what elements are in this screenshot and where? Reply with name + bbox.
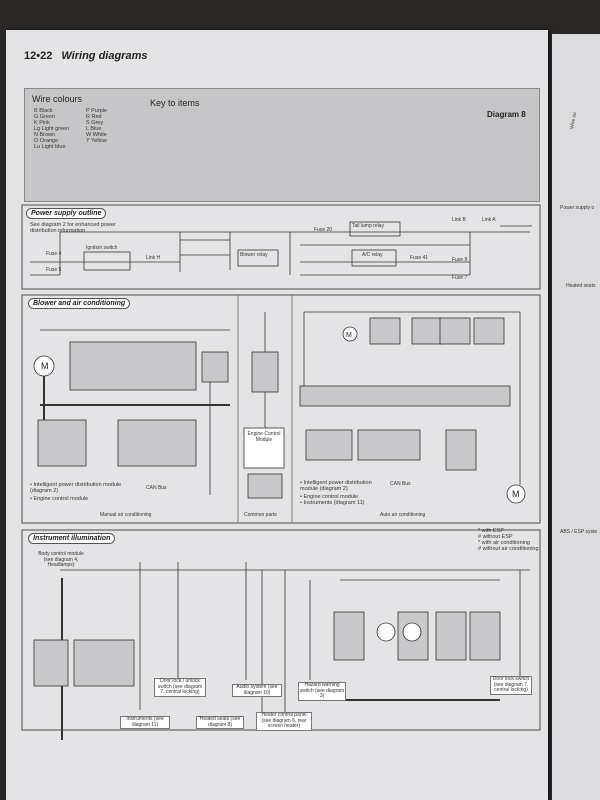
label-blower-relay: Blower relay [240, 252, 268, 258]
label-ignition-switch: Ignition switch [86, 245, 118, 251]
key-item-marks [150, 112, 162, 180]
wire-colour-right-3: L Blue [86, 126, 102, 132]
wire-colour-left-4: N Brown [34, 132, 56, 138]
key-items-title: Key to items [150, 98, 200, 108]
page-header: 12•22 Wiring diagrams [24, 50, 147, 62]
right-page-label-1: Power supply o [560, 205, 595, 211]
notes-left-1: • Intelligent power distribution module … [30, 482, 122, 494]
label-manual-ac: Manual air conditioning [100, 512, 152, 518]
svg-text:M: M [512, 489, 520, 499]
label-ecm-box: Engine Control Module [247, 431, 281, 443]
power-supply-frame [21, 204, 541, 290]
wire-colour-left-2: K Pink [34, 120, 50, 126]
label-door-lock: Door lock / unlock switch (see diagram 7… [154, 678, 206, 697]
notes-right-2: • Engine control module [300, 494, 359, 500]
esp-note-3: # without air conditioning [478, 546, 539, 552]
label-can-bus-right: CAN Bus [390, 481, 411, 487]
right-page-label-3: ABS / ESP syste [560, 529, 598, 535]
wire-colour-right-2: S Grey [86, 120, 104, 126]
label-fuse-9: Fuse 9 [452, 257, 468, 263]
right-page-label-2: Heated seats [566, 283, 596, 289]
wire-colour-right-4: W White [86, 132, 107, 138]
label-ac-relay: A/C relay [362, 252, 383, 258]
wire-colour-right-1: R Red [86, 114, 102, 120]
blower-title: Blower and air conditioning [28, 298, 131, 309]
notes-left-2: • Engine control module [30, 496, 89, 502]
label-door-lock-right: Door lock switch (see diagram 7, central… [490, 676, 532, 695]
wire-colour-right-5: Y Yellow [86, 138, 107, 144]
esp-note-2: * with air conditioning [478, 540, 530, 546]
wire-colour-left-0: B Black [34, 108, 53, 114]
key-panel [24, 88, 540, 202]
label-link-a: Link A [482, 217, 496, 223]
instrument-title: Instrument illumination [28, 533, 116, 544]
power-supply-title: Power supply outline [26, 208, 107, 219]
esp-notes: * with ESP# without ESP* with air condit… [478, 528, 539, 552]
label-heater-panel: Heater control panel (see diagram 6, rea… [256, 712, 312, 731]
page-title: Wiring diagrams [61, 50, 148, 62]
facing-page [552, 34, 600, 800]
label-auto-ac: Auto air conditioning [380, 512, 426, 518]
label-link-h: Link H [146, 255, 161, 261]
svg-text:M: M [41, 361, 49, 371]
diagram-label: Diagram 8 [487, 110, 526, 119]
wire-colour-right-0: P Purple [86, 108, 107, 114]
label-body-control: Body control module (see diagram 4, Head… [38, 551, 84, 568]
label-common-parts: Common parts [244, 512, 277, 518]
notes-right-1: • Intelligent power distribution module … [300, 480, 372, 492]
label-instruments: Instruments (see diagram 11) [120, 716, 170, 729]
page-number: 12•22 [24, 50, 53, 62]
label-fuse5: Fuse 5 [46, 267, 62, 273]
wire-colour-left-6: Lu Light blue [34, 144, 66, 150]
label-hazard: Hazard warning switch (see diagram 3) [298, 682, 346, 701]
blower-frame [21, 294, 541, 524]
power-supply-note: See diagram 2 for enhanced power distrib… [30, 222, 116, 234]
wire-colours-title: Wire colours [32, 94, 83, 104]
label-tail-lamp-relay: Tail lamp relay [352, 223, 384, 229]
wire-colour-left-5: O Orange [34, 138, 59, 144]
label-fuse-20: Fuse 20 [314, 227, 333, 233]
label-fuse-7: Fuse 7 [452, 275, 468, 281]
label-link-b: Link B [452, 217, 466, 223]
wire-colour-left-1: G Green [34, 114, 56, 120]
notes-right-3: • Instruments (diagram 11) [300, 500, 365, 506]
label-fuse4: Fuse 4 [46, 251, 62, 257]
label-fuse-41: Fuse 41 [410, 255, 429, 261]
wire-colour-left-3: Lg Light green [34, 126, 70, 132]
svg-text:M: M [346, 332, 352, 339]
label-audio: Audio system (see diagram 10) [232, 684, 282, 697]
esp-note-0: * with ESP [478, 528, 504, 534]
label-can-bus-left: CAN Bus [146, 485, 167, 491]
label-heated-seats: Heated seats (see diagram 8) [196, 716, 244, 729]
esp-note-1: # without ESP [478, 534, 513, 540]
